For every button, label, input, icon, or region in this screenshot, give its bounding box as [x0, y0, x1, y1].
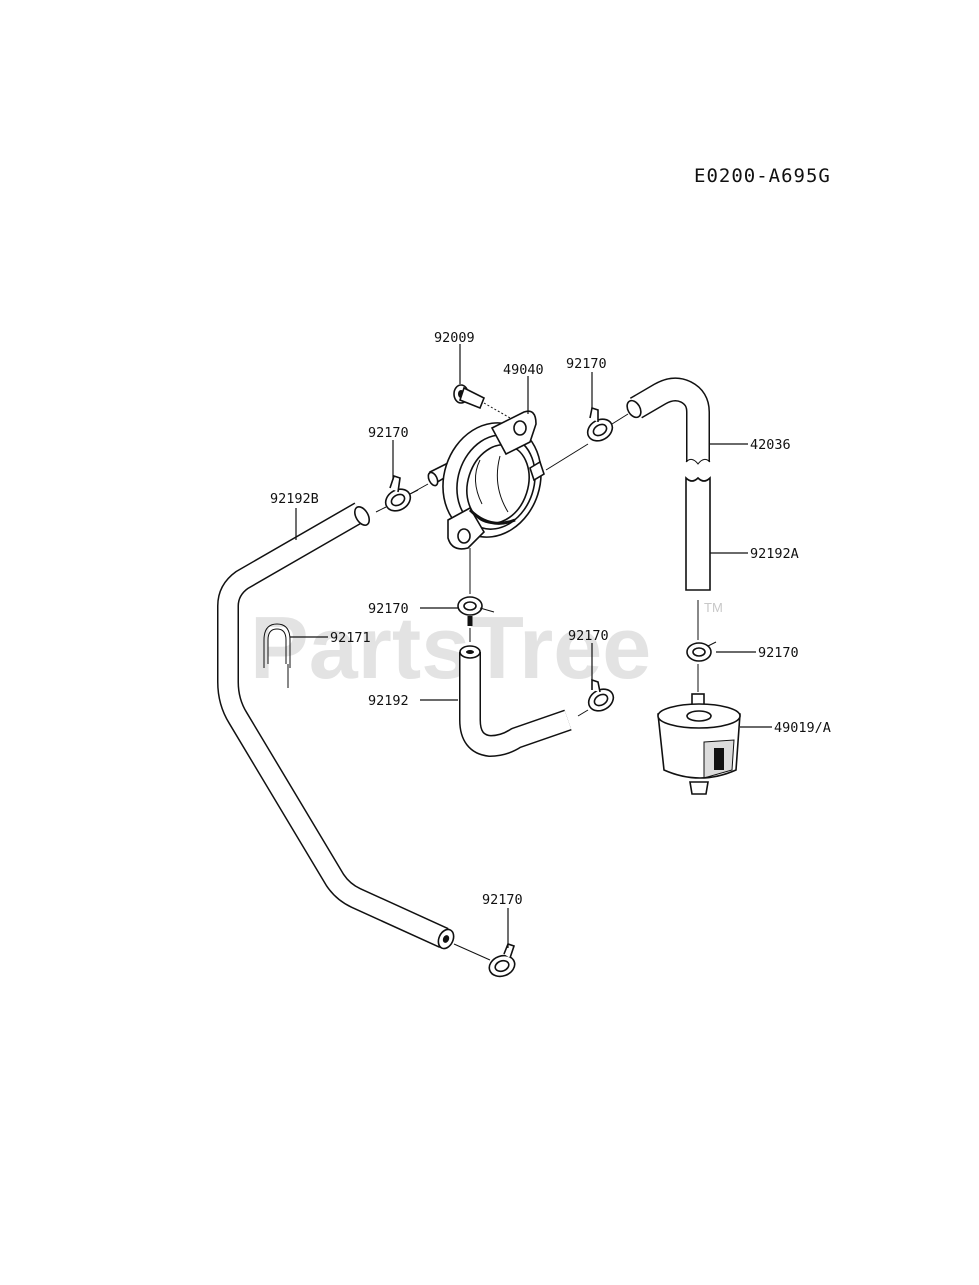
bolt-92009[interactable]	[453, 384, 511, 419]
label-92170-top[interactable]: 92170	[566, 356, 607, 372]
label-92170-right[interactable]: 92170	[758, 645, 799, 661]
clamp-92170-center[interactable]	[585, 678, 618, 715]
hose-42036[interactable]	[624, 377, 711, 465]
fuel-filter-49019A[interactable]	[657, 693, 741, 795]
label-42036[interactable]: 42036	[750, 437, 791, 453]
label-92171[interactable]: 92171	[330, 630, 371, 646]
label-92009[interactable]: 92009	[434, 330, 475, 346]
part-labels: 92009 49040 92170 42036 92170 92192B 921…	[270, 330, 831, 908]
clamp-92170-right[interactable]	[686, 641, 717, 662]
watermark: PartsTree	[250, 598, 651, 697]
clamp-92170-top[interactable]	[584, 406, 617, 445]
label-92170-left[interactable]: 92170	[368, 425, 409, 441]
label-92170-center[interactable]: 92170	[568, 628, 609, 644]
watermark-tm: TM	[704, 600, 723, 615]
hose-92192B[interactable]	[217, 502, 457, 951]
label-92170-mid[interactable]: 92170	[368, 601, 409, 617]
clip-92171[interactable]	[263, 623, 291, 688]
connector-lines	[375, 413, 699, 961]
clamp-92170-mid[interactable]	[457, 596, 495, 626]
leader-lines	[290, 344, 772, 948]
fuel-pump-49040[interactable]	[426, 410, 555, 550]
label-92192B[interactable]: 92192B	[270, 491, 319, 507]
label-92170-bottom[interactable]: 92170	[482, 892, 523, 908]
clamp-92170-left[interactable]	[382, 474, 419, 515]
hose-92192A[interactable]	[685, 476, 711, 591]
label-49019A[interactable]: 49019/A	[774, 720, 831, 736]
diagram-code: E0200-A695G	[694, 165, 831, 187]
hose-92192[interactable]	[459, 645, 572, 757]
label-49040[interactable]: 49040	[503, 362, 544, 378]
label-92192[interactable]: 92192	[368, 693, 409, 709]
clamp-92170-bottom[interactable]	[486, 943, 517, 980]
label-92192A[interactable]: 92192A	[750, 546, 799, 562]
